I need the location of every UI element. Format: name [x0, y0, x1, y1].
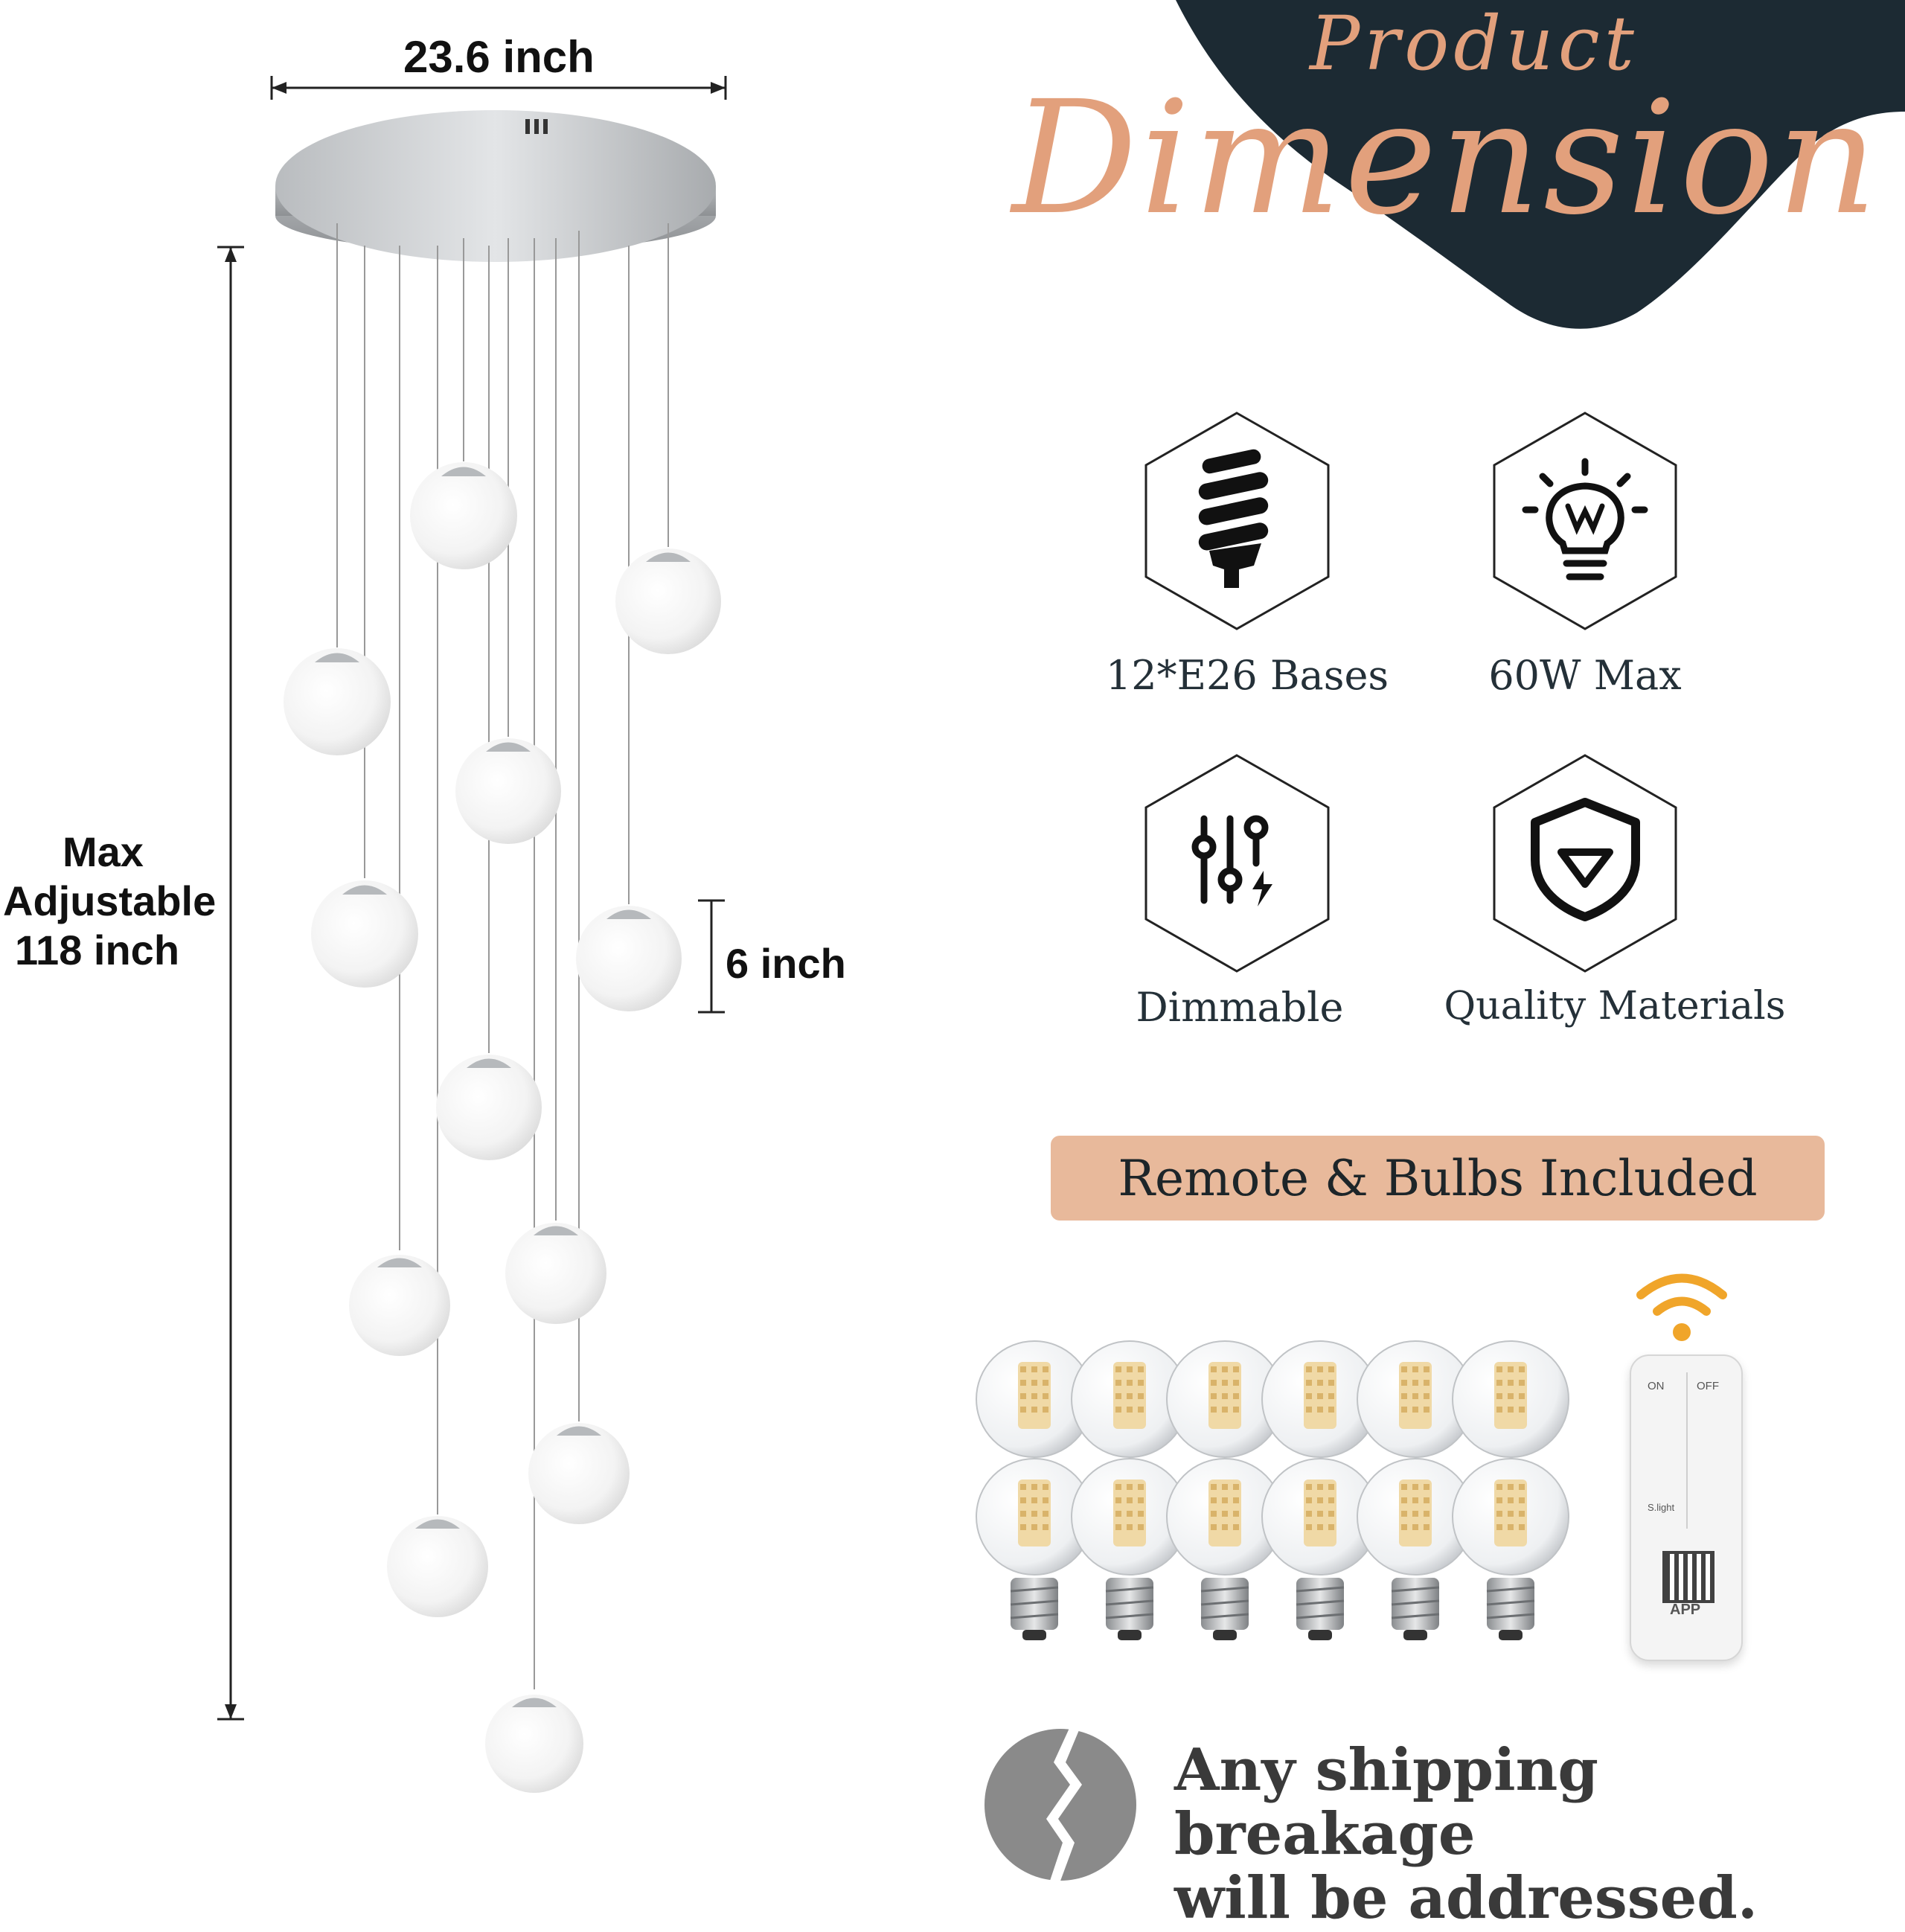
feature-label-bases: 12*E26 Bases [1105, 652, 1389, 699]
feature-hexagons [1144, 412, 1677, 973]
height-label-line1: Max [63, 828, 144, 875]
feature-label-dimmable: Dimmable [1136, 984, 1344, 1031]
remote-control: ON OFF S.light APP [1630, 1354, 1743, 1661]
breakage-notice-line2: will be addressed. [1174, 1864, 1758, 1932]
wifi-signal-icon [1636, 1273, 1727, 1341]
header-dark-shape [1176, 0, 1905, 329]
breakage-notice-line1: Any shipping breakage [1174, 1736, 1598, 1868]
dimmer-sliders-icon [1191, 815, 1272, 906]
remote-button-off: OFF [1697, 1380, 1719, 1392]
feature-label-wattage: 60W Max [1488, 652, 1682, 699]
included-banner: Remote & Bulbs Included [1051, 1136, 1825, 1221]
breakage-notice: Any shipping breakage will be addressed. [1174, 1739, 1905, 1931]
spiral-bulb-icon [1198, 449, 1269, 588]
height-label-line3: 118 inch [15, 927, 180, 973]
shield-icon [1531, 798, 1640, 921]
cracked-circle-icon [984, 1727, 1136, 1883]
remote-button-on: ON [1648, 1380, 1665, 1392]
height-label-line2: Adjustable [3, 877, 217, 924]
title-product: Product [1310, 0, 1639, 87]
remote-button-slight: S.light [1648, 1502, 1675, 1513]
chandelier-illustration [217, 76, 727, 1793]
width-label: 23.6 inch [403, 32, 595, 82]
led-bulbs-grid [976, 1340, 1569, 1642]
title-dimension: Dimension [1012, 67, 1880, 249]
remote-app-label: APP [1670, 1602, 1701, 1618]
globe-size-label: 6 inch [726, 940, 846, 987]
qr-code [1662, 1551, 1714, 1603]
wattage-bulb-icon [1522, 458, 1648, 580]
feature-label-quality: Quality Materials [1444, 984, 1786, 1029]
